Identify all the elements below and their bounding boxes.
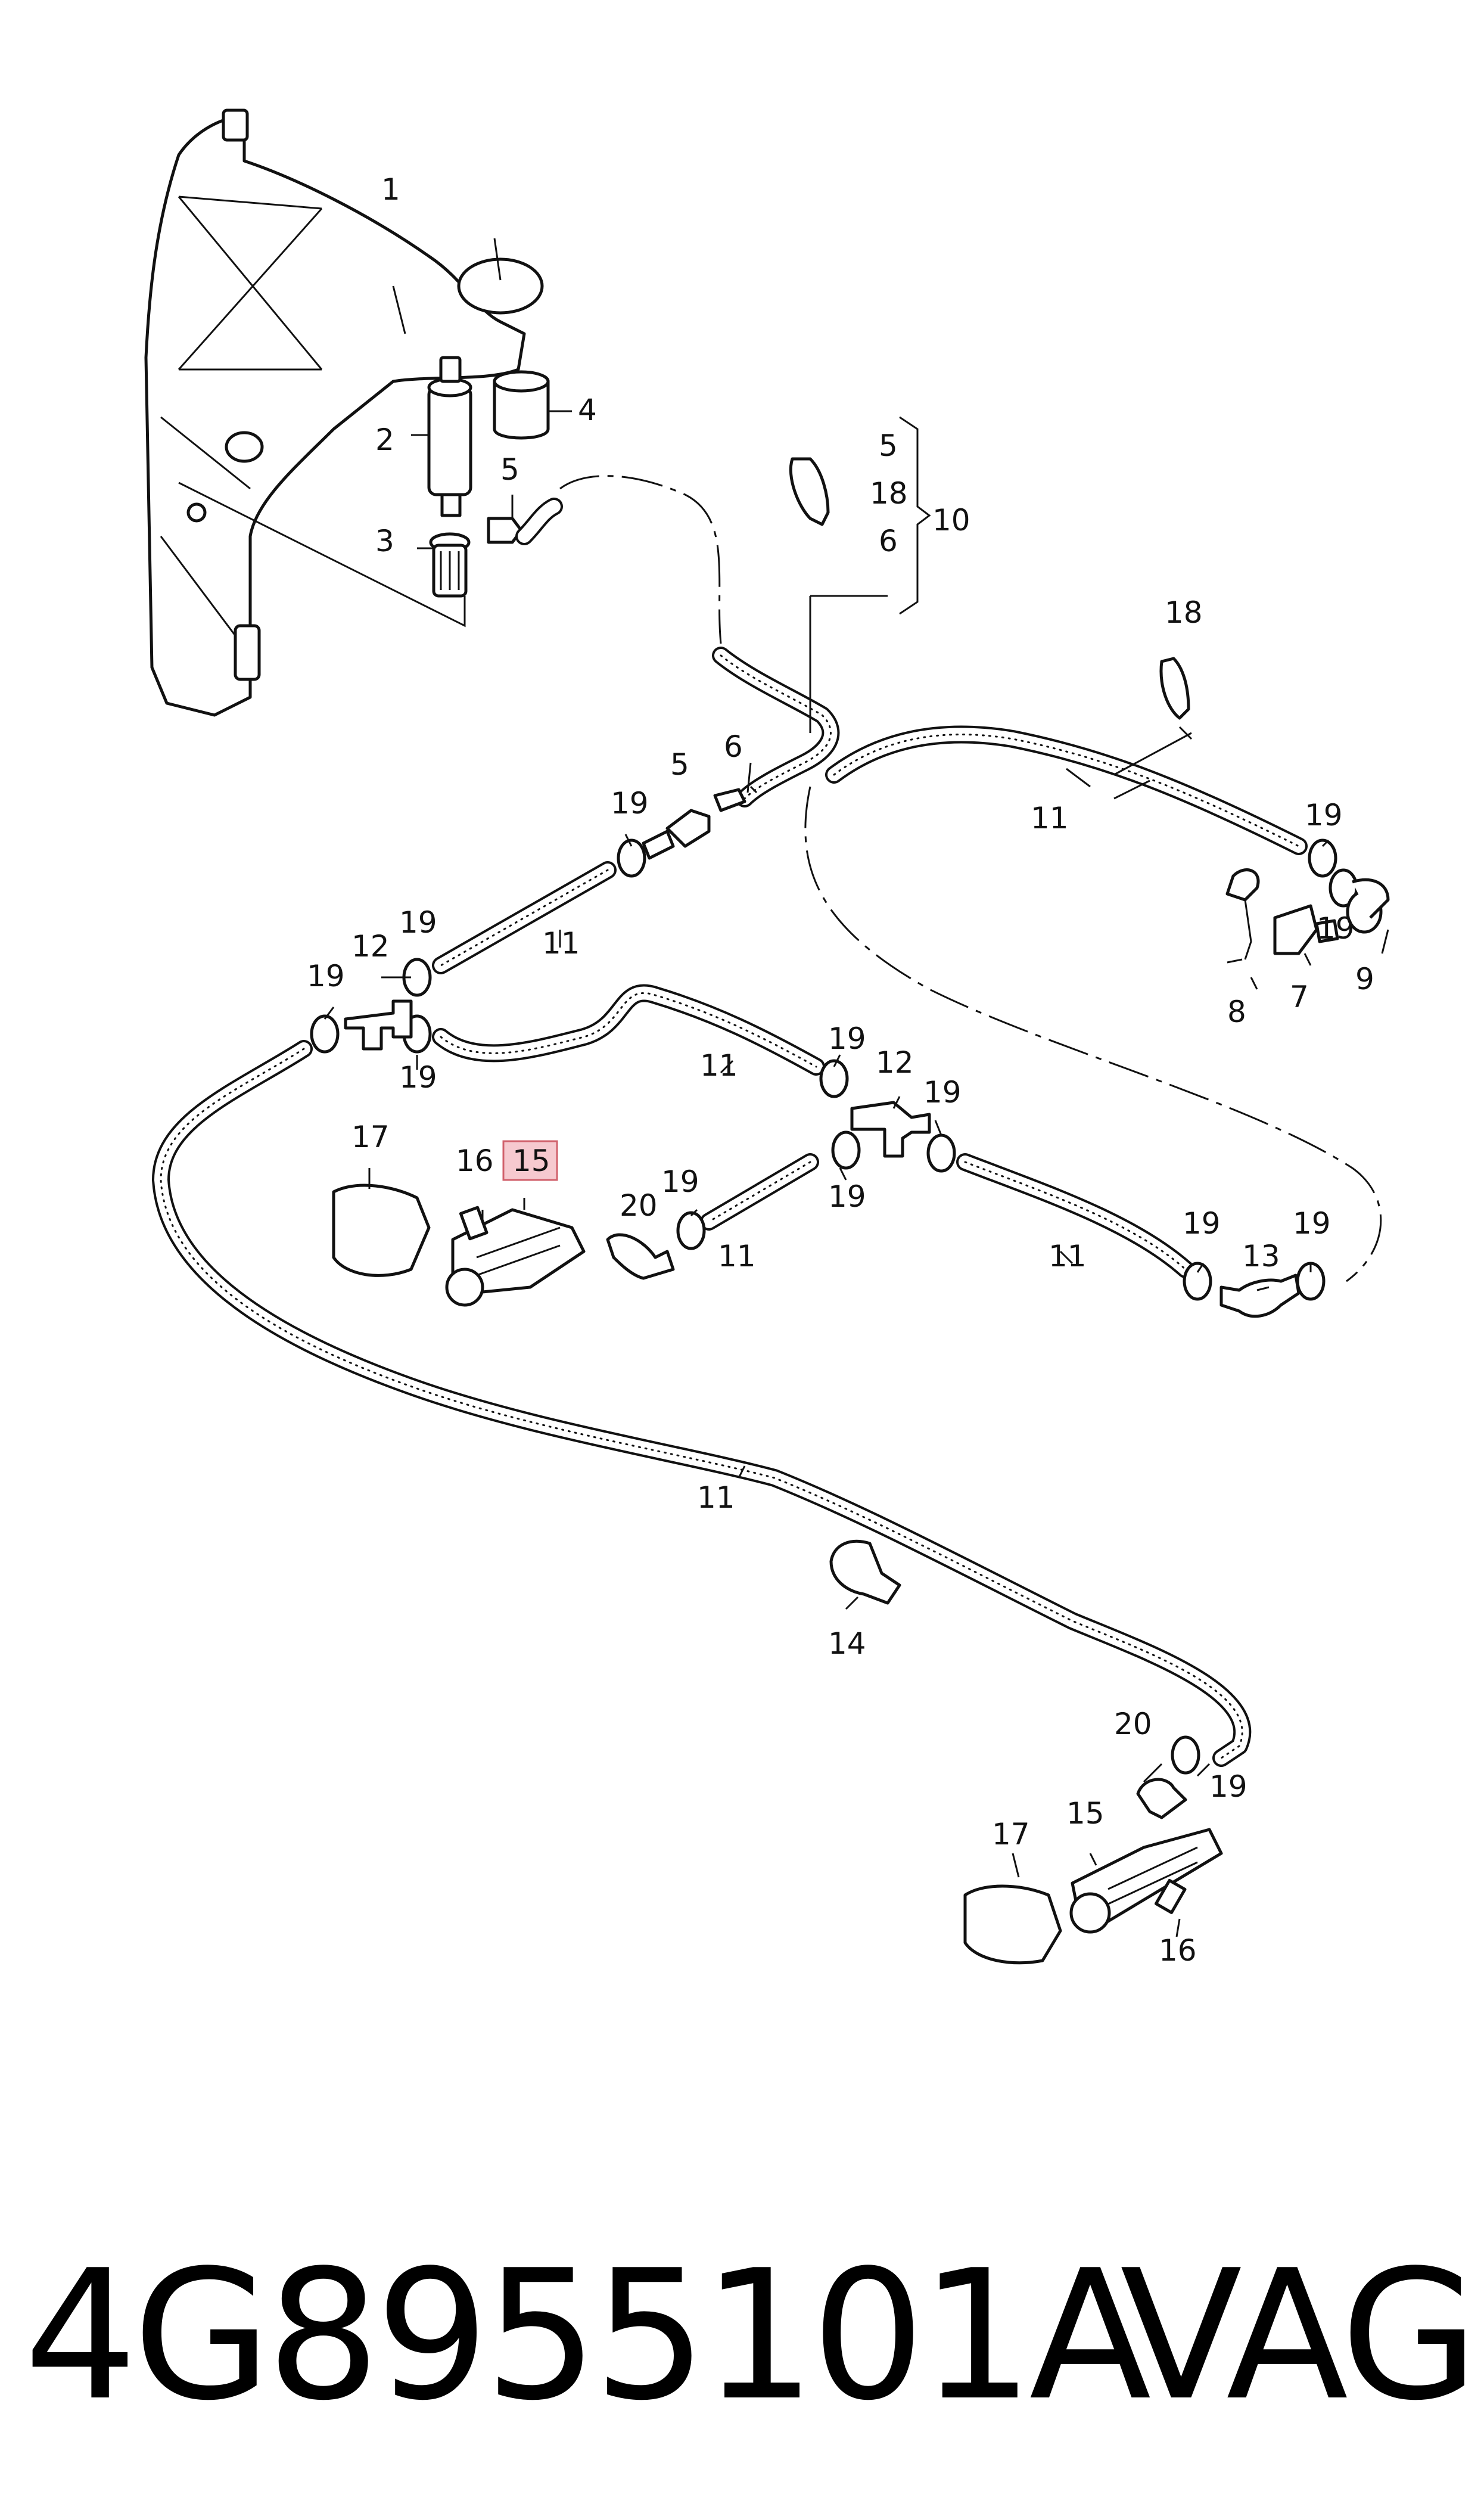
headlamp-washer-nozzle-left	[332, 1184, 675, 1307]
callout-5-top: 5	[500, 452, 519, 487]
callout-19-b: 19	[1305, 798, 1343, 833]
filter-strainer	[429, 532, 471, 598]
callout-18-top: 18	[870, 476, 908, 511]
washer-reservoir	[144, 108, 544, 717]
callout-11-f: 11	[697, 1480, 735, 1515]
hose-segments	[152, 647, 1308, 1767]
brand-name: VAG	[1120, 2232, 1479, 2440]
callout-19-j: 19	[661, 1164, 699, 1199]
leader-lines	[178, 238, 572, 628]
callout-11-b: 11	[1031, 801, 1069, 835]
callout-labels: 1 2 3 4 5 5 6 10 18 18 5 6 19 11 11 19 1…	[307, 172, 1374, 1968]
callout-15-highlight-box	[502, 1140, 558, 1181]
callout-19-d: 19	[399, 905, 437, 940]
callout-11-e: 11	[1049, 1239, 1087, 1274]
callout-8: 8	[1227, 995, 1246, 1029]
callout-15-a: 15	[512, 1144, 550, 1178]
route-dashed-loop	[804, 786, 1382, 1282]
leader-lines-lower	[323, 726, 1389, 1937]
callout-18-right: 18	[1165, 595, 1203, 630]
callout-3: 3	[375, 524, 394, 558]
callout-19-e: 19	[307, 959, 345, 993]
callout-19-f: 19	[399, 1060, 437, 1095]
callout-19-k: 19	[1183, 1206, 1221, 1241]
grommet	[493, 370, 550, 440]
callout-15-b: 15	[1066, 1796, 1105, 1831]
callout-13: 13	[1242, 1239, 1280, 1274]
callout-19-a: 19	[611, 786, 649, 821]
callout-1: 1	[381, 172, 400, 207]
part-number: 4G8955101A	[24, 2232, 1152, 2440]
callout-5-mid: 5	[670, 747, 689, 782]
callout-19-g: 19	[828, 1021, 866, 1056]
callout-12-b: 12	[876, 1045, 914, 1080]
callout-5-bracket: 5	[879, 428, 898, 463]
callout-6-bracket: 6	[879, 524, 898, 558]
connectors-5-6-mid	[642, 788, 746, 860]
callout-9: 9	[1355, 962, 1374, 996]
callout-20-b: 20	[1114, 1707, 1152, 1741]
headlamp-washer-nozzle-right	[963, 1778, 1223, 1965]
callout-7: 7	[1290, 980, 1309, 1014]
callout-17-a: 17	[351, 1120, 390, 1154]
callout-11-d: 11	[718, 1239, 756, 1274]
route-dashed-top	[559, 475, 722, 644]
callout-14: 14	[828, 1626, 866, 1661]
callout-11-a: 11	[542, 926, 580, 961]
callout-4: 4	[578, 393, 597, 427]
callout-19-l: 19	[1293, 1206, 1331, 1241]
bracket-11-top	[809, 595, 888, 733]
callout-19-m: 19	[1209, 1769, 1247, 1804]
callout-17-b: 17	[992, 1817, 1030, 1852]
bracket-10	[899, 416, 931, 615]
callout-19-h: 19	[923, 1075, 962, 1110]
y-piece	[1219, 1274, 1301, 1318]
cable-ties	[789, 457, 1190, 720]
callout-19-c: 19	[1317, 911, 1355, 946]
callout-10: 10	[932, 503, 970, 538]
t-pieces	[344, 999, 931, 1158]
washer-pump	[427, 356, 472, 517]
callout-6-mid: 6	[724, 729, 743, 764]
callout-12-a: 12	[351, 929, 390, 964]
callout-2: 2	[375, 423, 394, 457]
callout-19-i: 19	[828, 1179, 866, 1214]
callout-16-a: 16	[456, 1144, 494, 1178]
connector-5-top	[487, 498, 563, 545]
callout-20-a: 20	[620, 1188, 658, 1223]
callout-11-c: 11	[700, 1048, 738, 1083]
callout-16-b: 16	[1159, 1933, 1197, 1968]
hose-holder-bracket	[829, 1539, 901, 1605]
nozzle-group-right	[1225, 868, 1390, 964]
